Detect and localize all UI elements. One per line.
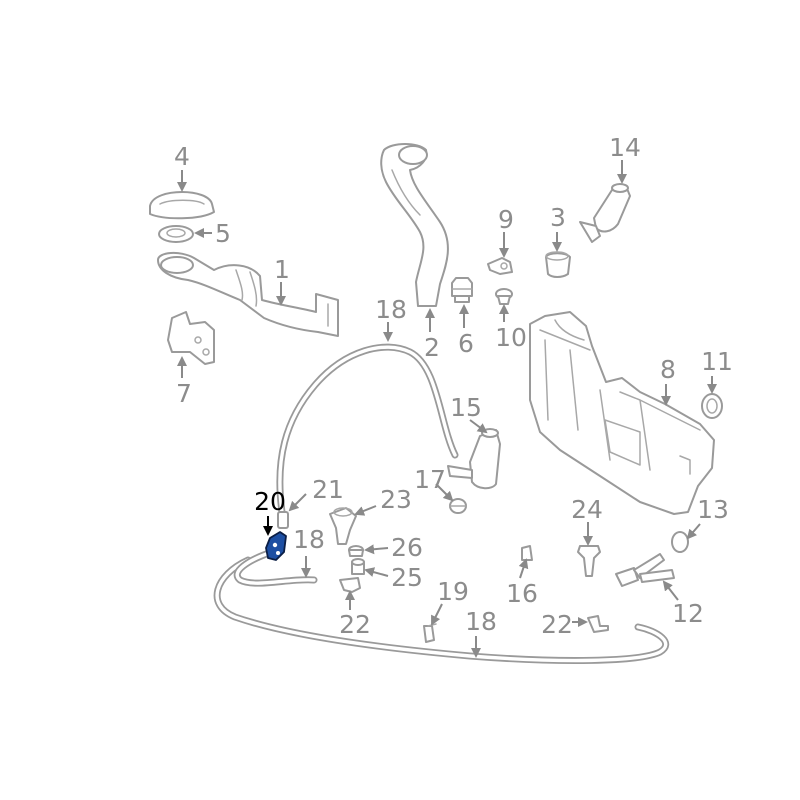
part-15-pump[interactable] [447,428,501,490]
callout-23[interactable]: 23 [380,485,412,514]
part-16-plug[interactable] [521,545,533,561]
callout-labels: 1 2 3 4 5 6 7 8 9 10 11 12 13 14 15 16 1… [174,133,733,639]
callout-16[interactable]: 16 [506,579,538,608]
part-6-pump-grommet[interactable] [451,277,473,303]
callout-7[interactable]: 7 [176,379,192,408]
callout-18-middle[interactable]: 18 [293,525,325,554]
callout-15[interactable]: 15 [450,393,482,422]
hose-18-upper[interactable] [276,343,459,516]
callout-19[interactable]: 19 [437,577,469,606]
callout-8[interactable]: 8 [660,355,676,384]
part-24-nozzle[interactable] [577,545,601,577]
part-26-bushing[interactable] [348,545,364,557]
callout-14[interactable]: 14 [609,133,641,162]
callout-5[interactable]: 5 [215,219,231,248]
part-11-grommet[interactable] [701,393,723,419]
callout-13[interactable]: 13 [697,495,729,524]
hose-18-lower[interactable] [213,556,670,665]
hose-18-short[interactable] [233,548,318,587]
part-21-connector[interactable] [277,511,289,529]
callout-6[interactable]: 6 [458,329,474,358]
callout-2[interactable]: 2 [424,333,440,362]
callout-26[interactable]: 26 [391,533,423,562]
callout-24[interactable]: 24 [571,495,603,524]
part-19-clip[interactable] [423,623,437,643]
callout-12[interactable]: 12 [672,599,704,628]
part-25-cap[interactable] [351,558,365,575]
callout-20-active[interactable]: 20 [254,487,286,516]
part-14-pump[interactable] [579,183,631,243]
callout-18-lower[interactable]: 18 [465,607,497,636]
part-20-clip-highlighted[interactable] [265,531,287,561]
callout-1[interactable]: 1 [274,255,290,284]
leader-lines [177,160,717,658]
callout-18-upper[interactable]: 18 [375,295,407,324]
part-13-grommet[interactable] [671,531,689,553]
callout-10[interactable]: 10 [495,323,527,352]
part-8-reservoir[interactable] [529,311,715,515]
part-17-valve[interactable] [449,498,467,514]
part-12-sensor[interactable] [615,553,675,587]
callout-9[interactable]: 9 [498,205,514,234]
part-2-hose[interactable] [380,143,449,307]
callout-21[interactable]: 21 [312,475,344,504]
callout-4[interactable]: 4 [174,142,190,171]
part-1-filler-neck[interactable] [157,252,339,337]
callout-17[interactable]: 17 [414,465,446,494]
callout-11[interactable]: 11 [701,347,733,376]
callout-25[interactable]: 25 [391,563,423,592]
part-7-bracket[interactable] [167,311,215,365]
callout-22-right[interactable]: 22 [541,610,573,639]
part-5-seal[interactable] [158,225,194,243]
part-23-nozzle[interactable] [329,507,357,545]
part-22-connector-right[interactable] [587,615,609,633]
part-22-connector-left[interactable] [339,577,361,593]
callout-22-left[interactable]: 22 [339,610,371,639]
part-4-cap[interactable] [149,191,215,220]
part-9-elbow[interactable] [487,257,513,275]
callout-3[interactable]: 3 [550,203,566,232]
part-3-plug[interactable] [545,251,571,278]
part-10-grommet[interactable] [495,288,513,305]
